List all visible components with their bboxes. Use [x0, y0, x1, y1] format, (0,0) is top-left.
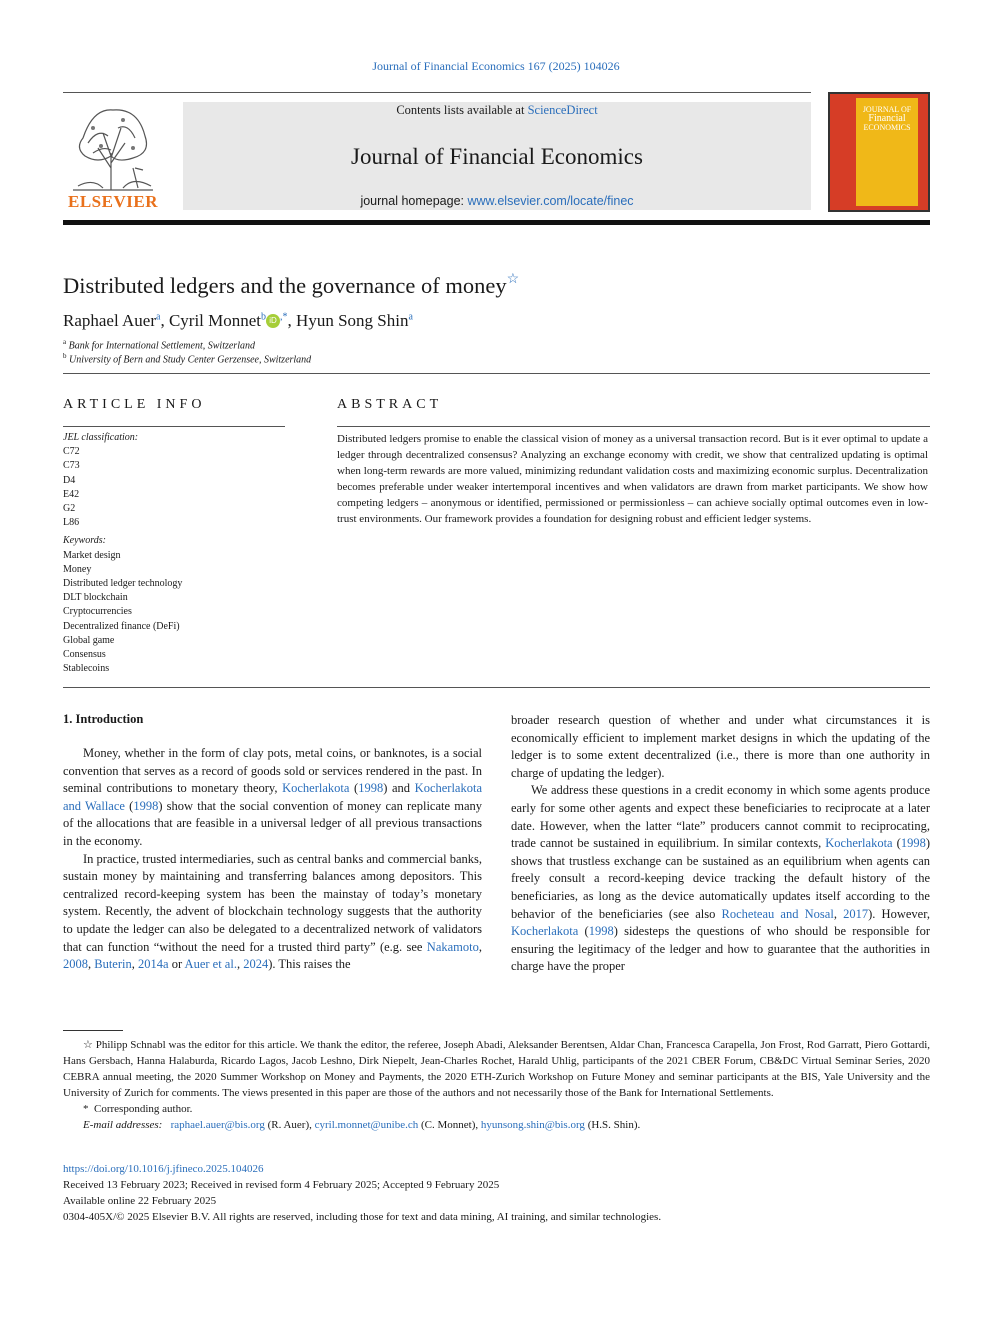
citation-link[interactable]: Kocherlakota: [511, 924, 579, 939]
jel-label: JEL classification:: [63, 432, 139, 443]
affiliation-b: b University of Bern and Study Center Ge…: [63, 352, 312, 366]
journal-name: Journal of Financial Economics: [351, 144, 643, 169]
email-link[interactable]: hyunsong.shin@bis.org: [480, 1119, 585, 1131]
keyword: Money: [63, 563, 92, 575]
journal-banner: Contents lists available at ScienceDirec…: [183, 102, 811, 210]
citation-link[interactable]: 1998: [588, 924, 614, 939]
keyword: Distributed ledger technology: [63, 578, 183, 590]
doi-link[interactable]: https://doi.org/10.1016/j.jfineco.2025.1…: [63, 1163, 264, 1175]
citation-link[interactable]: Kocherlakota and Wallace: [63, 781, 482, 813]
citation-link[interactable]: 2024: [243, 957, 269, 972]
abstract-text: Distributed ledgers promise to enable th…: [337, 433, 928, 525]
email-footnote: E-mail addresses: raphael.auer@bis.org (…: [83, 1119, 641, 1131]
citation-link[interactable]: 1998: [900, 836, 926, 851]
title-footnote-mark[interactable]: ☆: [506, 272, 520, 287]
jel-code: C72: [63, 446, 80, 458]
article-info-heading: ARTICLE INFO: [63, 397, 206, 412]
author-name: Cyril Monnet: [168, 311, 262, 330]
article-info-rule: [63, 426, 285, 427]
citation-link[interactable]: 1998: [358, 781, 384, 796]
citation-link[interactable]: 2017: [843, 906, 869, 921]
affiliation-a: a Bank for International Settlement, Swi…: [63, 338, 255, 352]
footnote-rule: [63, 1030, 123, 1031]
email-link[interactable]: cyril.monnet@unibe.ch: [314, 1119, 419, 1131]
jel-code: C73: [63, 460, 80, 472]
masthead-rule: [63, 92, 811, 93]
jel-code: D4: [63, 474, 76, 486]
publisher-wordmark: ELSEVIER: [68, 192, 158, 211]
section-heading-introduction: 1. Introduction: [63, 712, 144, 726]
citation-link[interactable]: Kocherlakota: [282, 781, 350, 796]
affiliation-mark[interactable]: b: [261, 311, 267, 323]
copyright: 0304-405X/© 2025 Elsevier B.V. All right…: [63, 1211, 662, 1223]
paragraph: Money, whether in the form of clay pots,…: [63, 746, 483, 848]
sciencedirect-link[interactable]: ScienceDirect: [527, 103, 598, 117]
keyword: Global game: [63, 634, 115, 646]
email-label: E-mail addresses:: [83, 1119, 163, 1131]
citation-link[interactable]: Rocheteau and Nosal: [721, 906, 834, 921]
citation-link[interactable]: Nakamoto: [426, 939, 479, 954]
jel-code: E42: [63, 488, 80, 500]
footnotes: ☆ Philipp Schnabl was the editor for thi…: [63, 1037, 930, 1133]
cover-panel: JOURNAL OF Financial ECONOMICS: [856, 98, 918, 206]
contents-line: Contents lists available at ScienceDirec…: [396, 103, 598, 117]
masthead: ELSEVIER Contents lists available at Sci…: [63, 92, 930, 220]
body-column-right: broader research question of whether and…: [511, 712, 930, 976]
acknowledgement-footnote: ☆ Philipp Schnabl was the editor for thi…: [63, 1039, 930, 1099]
corresponding-footnote: * Corresponding author.: [83, 1103, 193, 1115]
citation-link[interactable]: Kocherlakota: [825, 836, 893, 851]
cover-title: JOURNAL OF Financial ECONOMICS: [862, 105, 912, 132]
paragraph: In practice, trusted intermediaries, suc…: [63, 851, 482, 972]
corresponding-mark[interactable]: ,*: [280, 311, 288, 323]
body-column-left: Money, whether in the form of clay pots,…: [63, 745, 482, 974]
keyword: Market design: [63, 549, 121, 561]
affiliation-mark[interactable]: a: [156, 311, 161, 323]
paragraph: We address these questions in a credit e…: [511, 783, 930, 974]
citation-link[interactable]: Auer et al.: [184, 957, 237, 972]
email-link[interactable]: raphael.auer@bis.org: [170, 1119, 265, 1131]
orcid-icon[interactable]: iD: [266, 314, 281, 328]
jel-code: G2: [63, 503, 76, 515]
masthead-thick-rule: [63, 220, 930, 225]
received-dates: Received 13 February 2023; Received in r…: [63, 1179, 500, 1191]
header-divider: [63, 373, 930, 374]
paragraph: broader research question of whether and…: [511, 713, 930, 780]
keyword: Cryptocurrencies: [63, 606, 132, 618]
elsevier-tree-icon: [63, 98, 163, 214]
jel-code: L86: [63, 517, 80, 529]
homepage-line: journal homepage: www.elsevier.com/locat…: [360, 194, 634, 208]
keyword: Decentralized finance (DeFi): [63, 620, 180, 632]
article-title: Distributed ledgers and the governance o…: [63, 272, 520, 298]
footnote-mark: ☆: [83, 1039, 93, 1051]
abstract-heading: ABSTRACT: [337, 397, 443, 412]
affiliation-mark[interactable]: a: [408, 311, 413, 323]
author-name: Hyun Song Shin: [296, 311, 409, 330]
publication-info: https://doi.org/10.1016/j.jfineco.2025.1…: [63, 1161, 930, 1225]
citation-link[interactable]: Buterin: [94, 957, 132, 972]
journal-cover[interactable]: JOURNAL OF Financial ECONOMICS: [828, 92, 930, 212]
article-info: JEL classification: C72 C73 D4 E42 G2 L8…: [63, 431, 283, 676]
keyword: Stablecoins: [63, 663, 110, 675]
abstract-rule: [337, 426, 930, 427]
keyword: DLT blockchain: [63, 592, 128, 604]
online-date: Available online 22 February 2025: [63, 1195, 217, 1207]
citation-link[interactable]: 2008: [63, 957, 88, 972]
author-name: Raphael Auer: [63, 311, 156, 330]
citation-link[interactable]: 1998: [133, 798, 159, 813]
homepage-link[interactable]: www.elsevier.com/locate/finec: [467, 194, 634, 208]
journal-citation[interactable]: Journal of Financial Economics 167 (2025…: [372, 59, 620, 73]
citation-link[interactable]: 2014a: [138, 957, 169, 972]
keywords-label: Keywords:: [63, 535, 106, 547]
keyword: Consensus: [63, 649, 106, 661]
body-divider: [63, 687, 930, 688]
